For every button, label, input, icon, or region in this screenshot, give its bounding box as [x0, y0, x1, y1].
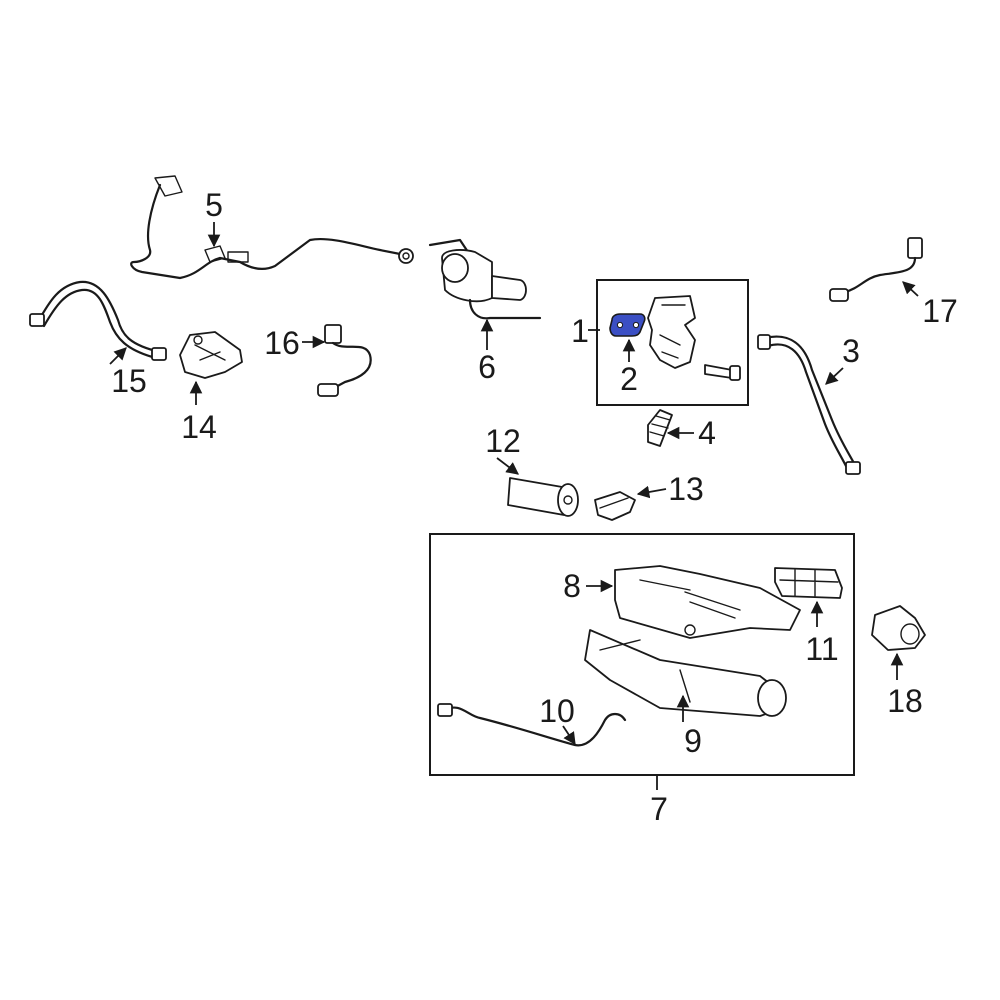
- leader-lines: [109, 222, 919, 790]
- part-16-sensor[interactable]: [317, 324, 372, 397]
- callout-18[interactable]: 18: [887, 683, 923, 719]
- callout-11[interactable]: 11: [805, 631, 838, 667]
- callout-10[interactable]: 10: [539, 693, 575, 729]
- callout-4[interactable]: 4: [698, 415, 716, 451]
- callout-5[interactable]: 5: [205, 187, 223, 223]
- callout-17[interactable]: 17: [922, 293, 958, 329]
- group-1-frame: [596, 279, 749, 406]
- callout-16[interactable]: 16: [264, 325, 300, 361]
- part-17-sensor[interactable]: [829, 237, 923, 302]
- callout-9[interactable]: 9: [684, 723, 702, 759]
- part-5-harness[interactable]: [130, 175, 414, 280]
- part-13-connector[interactable]: [594, 491, 636, 521]
- part-18-housing[interactable]: [871, 605, 926, 651]
- part-11-block[interactable]: [774, 567, 843, 599]
- part-10-hose[interactable]: [437, 703, 627, 747]
- callout-6[interactable]: 6: [478, 349, 496, 385]
- callout-labels: 5 6 1 2 3 4 17 16 15 14 12 13 8 11 10 9 …: [111, 187, 958, 827]
- callout-13[interactable]: 13: [668, 471, 704, 507]
- part-1-egr-valve[interactable]: [647, 295, 741, 381]
- group-7-frame: [429, 533, 855, 776]
- part-14-bracket[interactable]: [179, 331, 243, 379]
- part-2-gasket[interactable]: [609, 313, 646, 337]
- callout-1[interactable]: 1: [571, 313, 589, 349]
- part-12-filter[interactable]: [507, 477, 579, 517]
- part-9-canister[interactable]: [584, 629, 787, 717]
- part-4-hose[interactable]: [647, 409, 673, 447]
- callout-12[interactable]: 12: [485, 423, 521, 459]
- callout-15[interactable]: 15: [111, 363, 147, 399]
- part-15-hose[interactable]: [29, 280, 167, 361]
- callout-7[interactable]: 7: [650, 791, 668, 827]
- callout-2[interactable]: 2: [620, 361, 638, 397]
- callout-14[interactable]: 14: [181, 409, 217, 445]
- part-6-valve[interactable]: [428, 238, 542, 320]
- callout-8[interactable]: 8: [563, 568, 581, 604]
- part-8-shield[interactable]: [614, 565, 801, 639]
- callout-3[interactable]: 3: [842, 333, 860, 369]
- part-3-tube[interactable]: [757, 334, 861, 475]
